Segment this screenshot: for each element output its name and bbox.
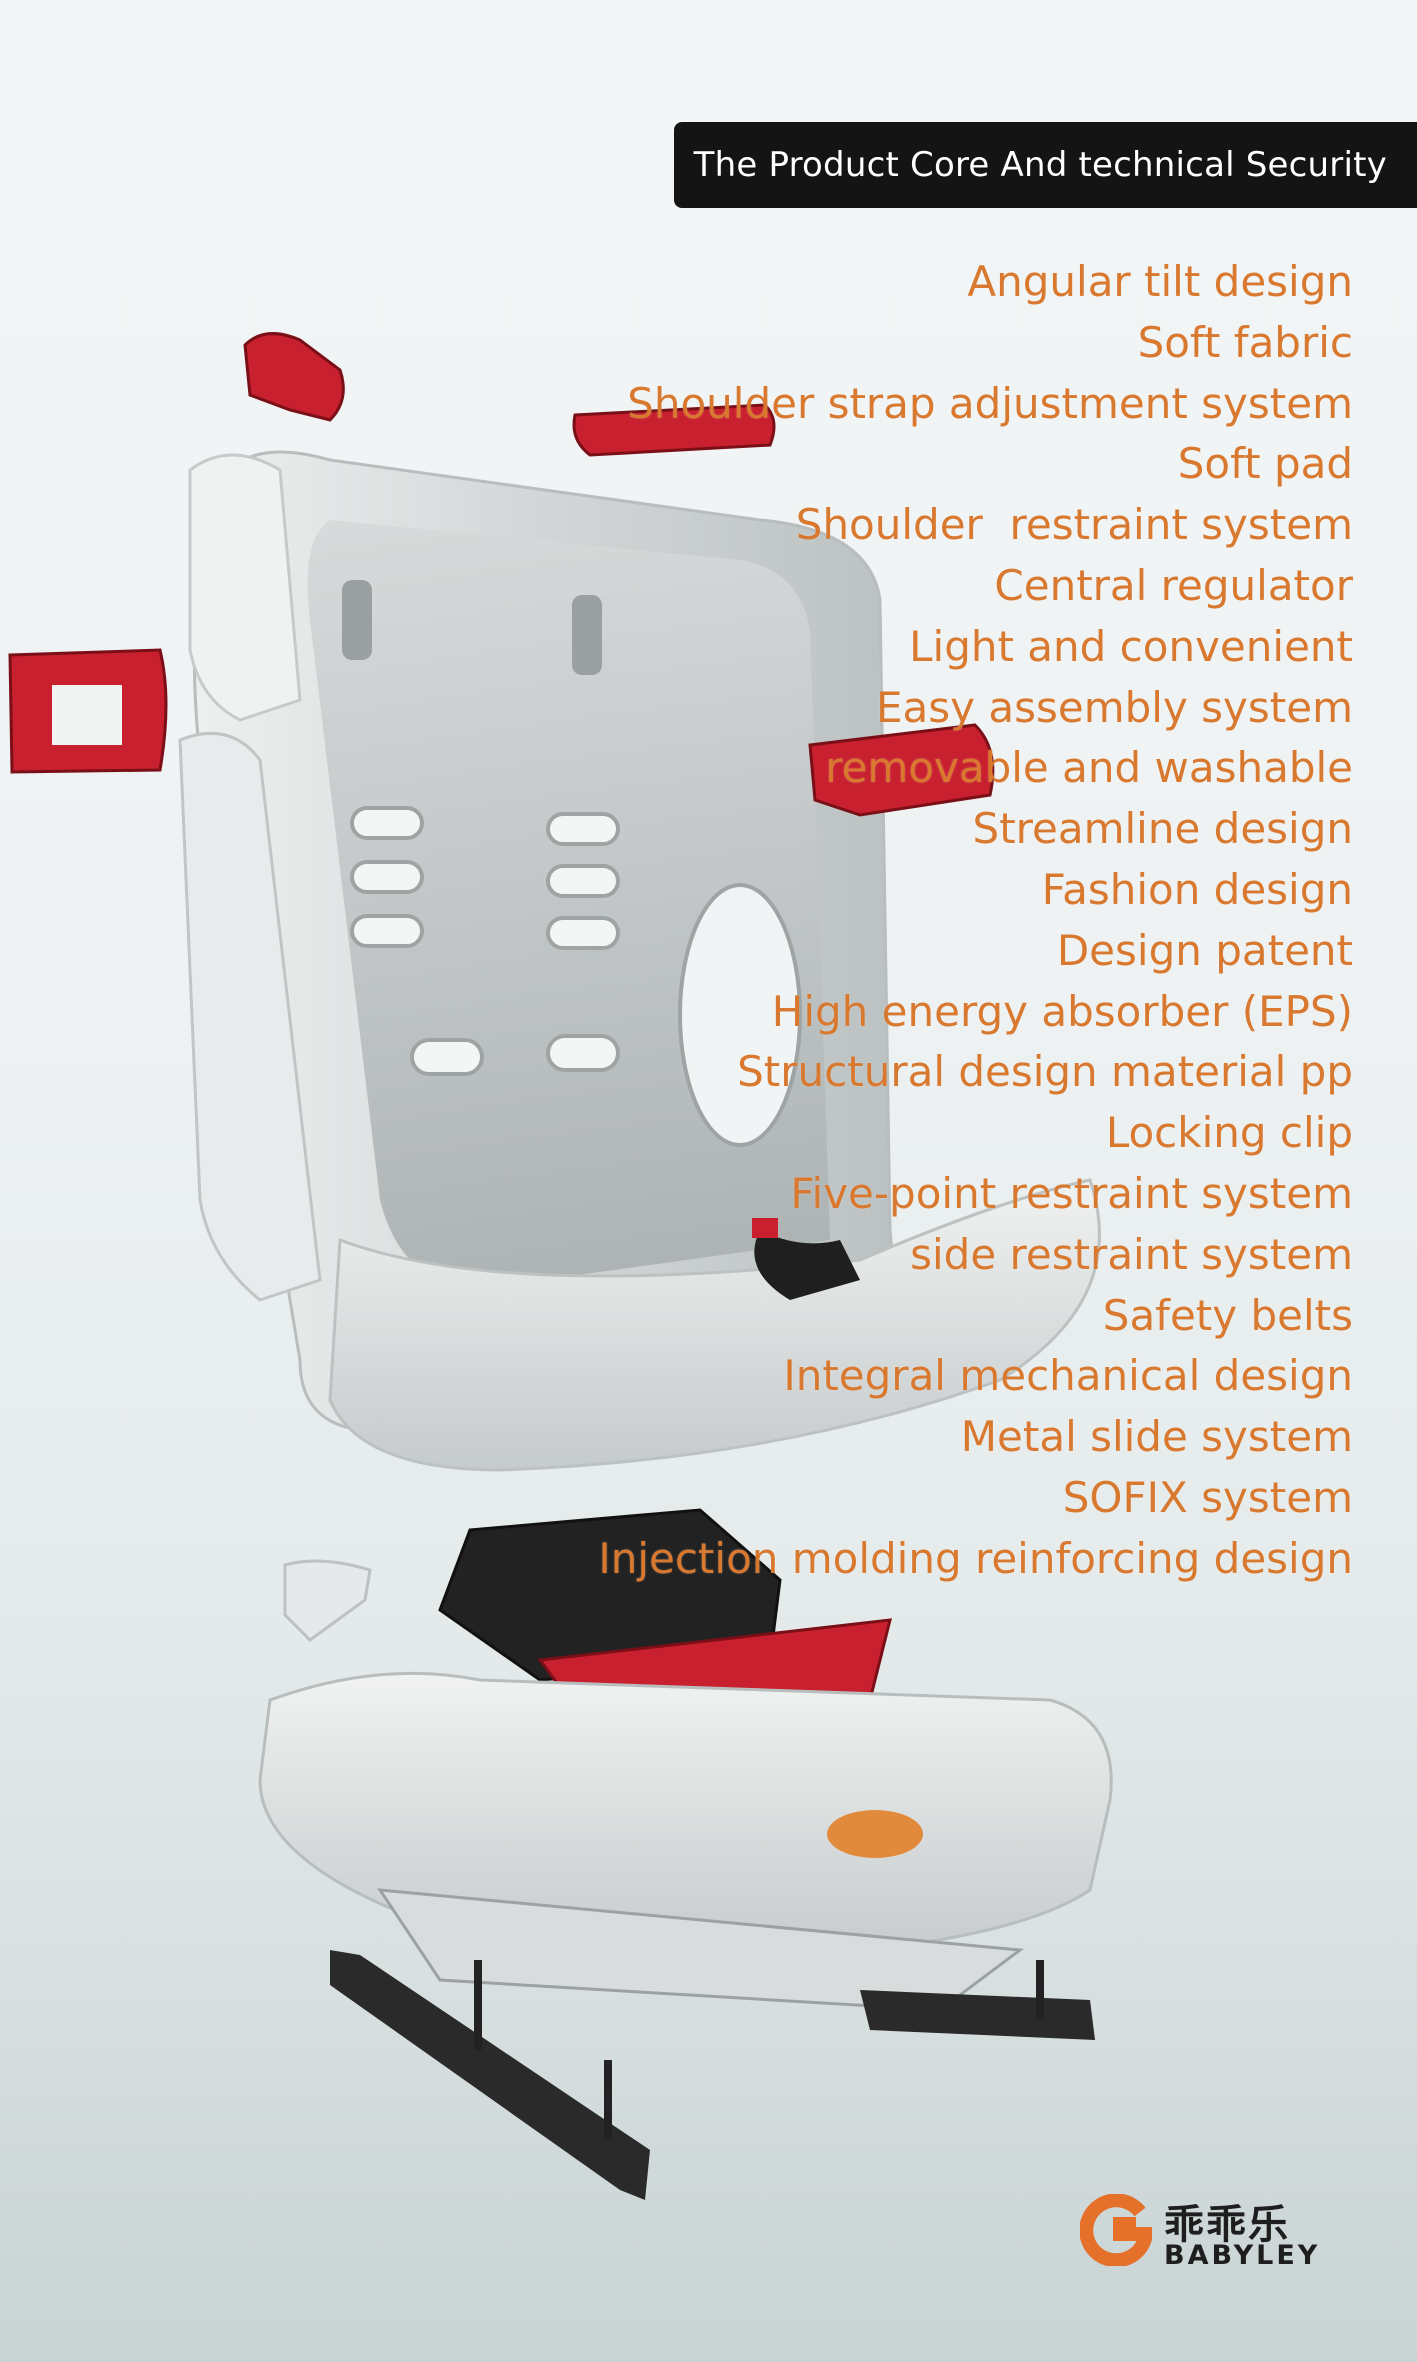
- side-red-part-right: [808, 723, 995, 817]
- central-buckle: [754, 1230, 860, 1300]
- feature-item: removable and washable: [825, 743, 1353, 793]
- harness-slot: [342, 580, 372, 660]
- feature-list: Angular tilt design Soft fabric Shoulder…: [598, 252, 1353, 1590]
- feature-item: Locking clip: [1105, 1108, 1353, 1158]
- metal-slide-rail-left: [330, 1950, 650, 2200]
- rail-post: [604, 2060, 612, 2140]
- feature-item: Easy assembly system: [876, 682, 1353, 732]
- header-bar: The Product Core And technical Security: [674, 122, 1417, 208]
- headrest-adjuster-red: [243, 332, 345, 422]
- rail-post: [474, 1960, 482, 2050]
- feature-item: Structural design material pp: [737, 1047, 1353, 1097]
- feature-item: Soft fabric: [1137, 317, 1353, 367]
- feature-item: Safety belts: [1102, 1290, 1353, 1340]
- rail-post: [1036, 1960, 1044, 2020]
- ventilation-slots: [350, 806, 620, 1076]
- feature-item: SOFIX system: [1062, 1472, 1353, 1522]
- buckle-red-clip: [752, 1218, 778, 1238]
- seat-base: [258, 1671, 1113, 1962]
- exploded-car-seat-illustration: [8, 332, 1113, 2200]
- feature-item: Streamline design: [972, 804, 1353, 854]
- feature-item: Shoulder strap adjustment system: [627, 378, 1353, 428]
- side-red-window: [52, 685, 122, 745]
- base-logo-badge: [827, 1810, 923, 1858]
- feature-item: Angular tilt design: [967, 257, 1353, 306]
- feature-item: Injection molding reinforcing design: [598, 1533, 1353, 1583]
- feature-item: Fashion design: [1041, 864, 1353, 914]
- feature-item: Integral mechanical design: [783, 1351, 1353, 1401]
- feature-item: Soft pad: [1177, 439, 1353, 489]
- brand-logo: 乖乖乐 BABYLEY: [1080, 2190, 1330, 2271]
- feature-item: Five-point restraint system: [790, 1168, 1353, 1218]
- seat-left-side: [178, 731, 322, 1302]
- feature-item: side restraint system: [910, 1229, 1353, 1279]
- feature-item: Design patent: [1056, 925, 1353, 975]
- feature-item: Metal slide system: [960, 1412, 1353, 1462]
- shoulder-strap-adjuster-red: [572, 403, 776, 457]
- g-logo-icon: [1080, 2194, 1152, 2266]
- page-title: The Product Core And technical Security: [693, 145, 1387, 185]
- feature-item: Light and convenient: [909, 621, 1353, 671]
- feature-item: Central regulator: [994, 560, 1353, 610]
- metal-slide-rail-right: [860, 1990, 1095, 2040]
- harness-slot: [572, 595, 602, 675]
- seat-left-wing: [188, 453, 302, 722]
- feature-item: Shoulder restraint system: [795, 500, 1353, 550]
- brand-name-chinese: 乖乖乐: [1164, 2202, 1290, 2248]
- feature-item: High energy absorber (EPS): [771, 986, 1353, 1036]
- back-cutout: [678, 883, 802, 1147]
- brand-name-english: BABYLEY: [1164, 2240, 1321, 2271]
- seat-pan: [328, 1178, 1101, 1472]
- small-bracket: [283, 1559, 372, 1642]
